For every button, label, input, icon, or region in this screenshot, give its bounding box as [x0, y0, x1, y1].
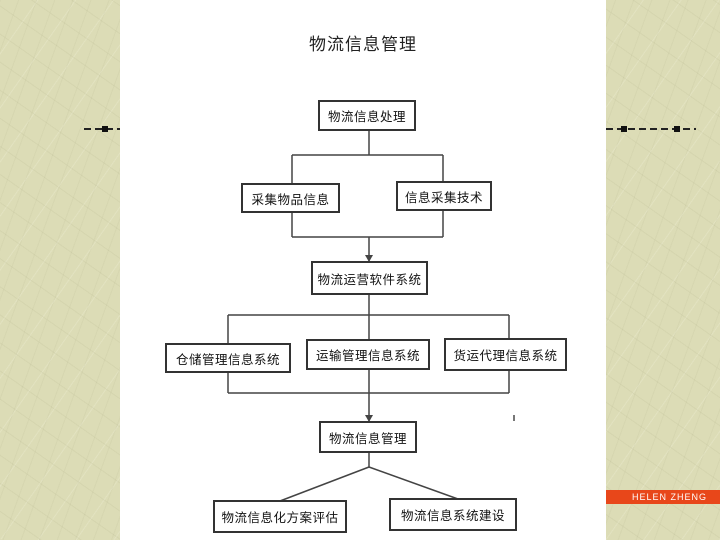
node-warehouse-mis: 仓储管理信息系统	[165, 343, 291, 373]
decorative-dashed-line-right	[606, 128, 696, 130]
decorative-dash-dot	[674, 126, 680, 132]
node-logistics-info-management: 物流信息管理	[319, 421, 417, 453]
author-banner	[606, 490, 720, 504]
decorative-dash-dot	[102, 126, 108, 132]
flowchart-connectors	[227, 130, 510, 502]
document-page: 物流信息管理 物流信息处理	[120, 0, 606, 540]
node-transport-mis: 运输管理信息系统	[306, 339, 430, 370]
decorative-dash-dot	[621, 126, 627, 132]
scan-mark	[513, 415, 515, 421]
node-info-scheme-evaluation: 物流信息化方案评估	[213, 500, 347, 533]
author-label: HELEN ZHENG	[632, 492, 708, 502]
node-logistics-ops-software: 物流运营软件系统	[311, 261, 428, 295]
node-info-system-construction: 物流信息系统建设	[389, 498, 517, 531]
node-info-collection-tech: 信息采集技术	[396, 181, 492, 211]
node-collect-goods-info: 采集物品信息	[241, 183, 340, 213]
page-title: 物流信息管理	[309, 35, 417, 55]
node-logistics-info-processing: 物流信息处理	[318, 100, 416, 131]
node-freight-forwarding-mis: 货运代理信息系统	[444, 338, 567, 371]
